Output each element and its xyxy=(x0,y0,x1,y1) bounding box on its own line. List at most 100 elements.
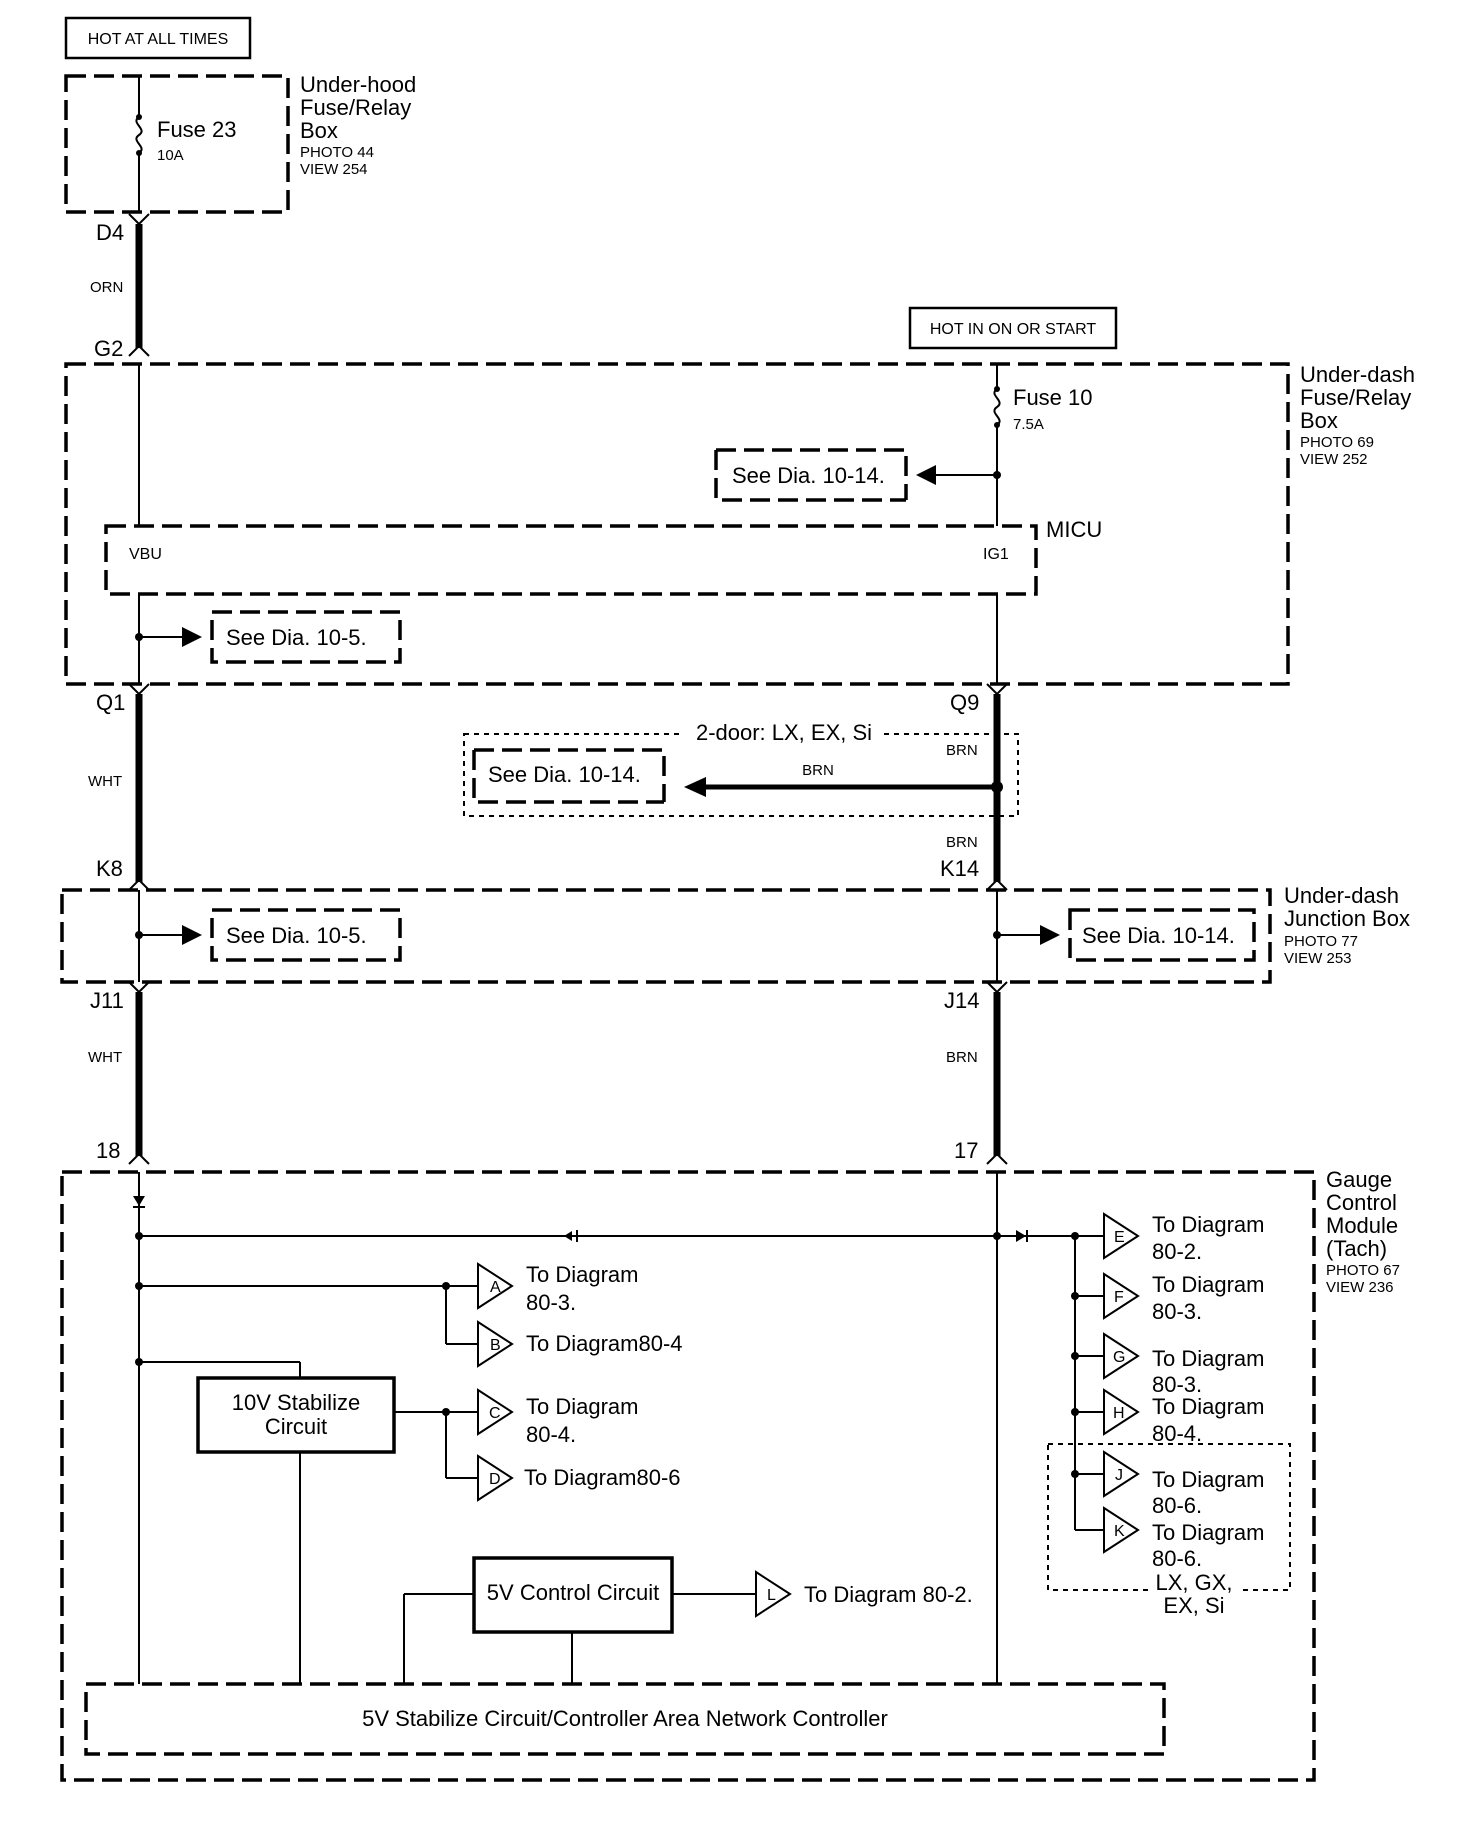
see-dia-10-14-ref-c[interactable]: See Dia. 10-14. xyxy=(993,908,1256,962)
svg-text:Fuse/Relay: Fuse/Relay xyxy=(300,95,411,120)
svg-text:Junction Box: Junction Box xyxy=(1284,906,1410,931)
svg-text:G2: G2 xyxy=(94,336,123,361)
svg-text:K8: K8 xyxy=(96,856,123,881)
output-g[interactable]: G To Diagram 80-3. xyxy=(1103,1332,1264,1397)
see-dia-10-5-ref-a[interactable]: See Dia. 10-5. xyxy=(135,610,402,664)
see-dia-10-14-ref-b[interactable]: BRN See Dia. 10-14. xyxy=(472,748,1003,804)
svg-text:B: B xyxy=(490,1337,501,1354)
see-dia-10-5-ref-b[interactable]: See Dia. 10-5. xyxy=(135,908,402,962)
svg-text:To Diagram: To Diagram xyxy=(526,1262,638,1287)
svg-text:L: L xyxy=(767,1587,776,1604)
svg-text:PHOTO 77: PHOTO 77 xyxy=(1284,933,1358,950)
output-e[interactable]: E To Diagram 80-2. xyxy=(1103,1212,1264,1264)
svg-text:J14: J14 xyxy=(944,988,979,1013)
svg-text:Fuse/Relay: Fuse/Relay xyxy=(1300,385,1411,410)
svg-text:D4: D4 xyxy=(96,220,124,245)
svg-text:LX, GX,: LX, GX, xyxy=(1155,1570,1232,1595)
fuse-10: Fuse 10 7.5A xyxy=(993,364,1093,526)
wire-wht-2: J11 WHT 18 xyxy=(88,981,150,1165)
svg-text:WHT: WHT xyxy=(88,773,122,790)
output-d[interactable]: D To Diagram80-6 xyxy=(477,1454,681,1502)
underdash-fuse-box: Under-dash Fuse/Relay Box PHOTO 69 VIEW … xyxy=(64,362,1415,686)
svg-text:Q9: Q9 xyxy=(950,690,979,715)
svg-text:BRN: BRN xyxy=(802,762,834,779)
svg-text:PHOTO 44: PHOTO 44 xyxy=(300,144,374,161)
svg-text:Box: Box xyxy=(1300,408,1338,433)
output-b[interactable]: B To Diagram80-4 xyxy=(477,1320,683,1368)
svg-text:To Diagram: To Diagram xyxy=(526,1394,638,1419)
svg-text:To Diagram: To Diagram xyxy=(1152,1212,1264,1237)
svg-text:PHOTO 69: PHOTO 69 xyxy=(1300,434,1374,451)
svg-text:80-4.: 80-4. xyxy=(1152,1421,1202,1446)
svg-text:J: J xyxy=(1115,1467,1123,1484)
gauge-control-module: Gauge Control Module (Tach) PHOTO 67 VIE… xyxy=(60,1167,1400,1782)
svg-text:80-3.: 80-3. xyxy=(526,1290,576,1315)
svg-text:C: C xyxy=(489,1405,501,1422)
svg-text:K14: K14 xyxy=(940,856,979,881)
svg-text:80-2.: 80-2. xyxy=(1152,1239,1202,1264)
svg-text:5V Control Circuit: 5V Control Circuit xyxy=(487,1580,659,1605)
svg-text:Module: Module xyxy=(1326,1213,1398,1238)
output-l[interactable]: L To Diagram 80-2. xyxy=(755,1570,973,1618)
svg-text:To Diagram: To Diagram xyxy=(1152,1272,1264,1297)
svg-text:Fuse 23: Fuse 23 xyxy=(157,117,237,142)
svg-text:Fuse 10: Fuse 10 xyxy=(1013,385,1093,410)
svg-text:VIEW 254: VIEW 254 xyxy=(300,161,368,178)
svg-text:To Diagram: To Diagram xyxy=(1152,1520,1264,1545)
svg-text:VIEW 252: VIEW 252 xyxy=(1300,451,1368,468)
svg-text:80-3.: 80-3. xyxy=(1152,1299,1202,1324)
svg-text:MICU: MICU xyxy=(1046,517,1102,542)
wire-brn-2: J14 BRN 17 xyxy=(944,981,1008,1165)
svg-text:H: H xyxy=(1113,1405,1125,1422)
svg-text:A: A xyxy=(490,1279,501,1296)
svg-text:EX, Si: EX, Si xyxy=(1163,1593,1224,1618)
svg-text:2-door: LX, EX, Si: 2-door: LX, EX, Si xyxy=(696,720,872,745)
svg-text:See Dia. 10-14.: See Dia. 10-14. xyxy=(488,762,641,787)
svg-text:VIEW 236: VIEW 236 xyxy=(1326,1279,1394,1296)
svg-text:D: D xyxy=(489,1471,501,1488)
stabilize-10v-circuit: 10V Stabilize Circuit xyxy=(196,1376,396,1454)
svg-text:Control: Control xyxy=(1326,1190,1397,1215)
svg-text:Box: Box xyxy=(300,118,338,143)
svg-text:G: G xyxy=(1113,1349,1125,1366)
svg-text:10A: 10A xyxy=(157,147,184,164)
svg-text:VIEW 253: VIEW 253 xyxy=(1284,950,1352,967)
output-c[interactable]: C To Diagram 80-4. xyxy=(477,1388,638,1447)
output-a[interactable]: A To Diagram 80-3. xyxy=(477,1262,638,1315)
svg-text:(Tach): (Tach) xyxy=(1326,1236,1387,1261)
svg-text:IG1: IG1 xyxy=(983,546,1009,563)
micu-box: MICU VBU IG1 xyxy=(104,517,1102,596)
svg-text:See Dia. 10-5.: See Dia. 10-5. xyxy=(226,625,367,650)
svg-text:80-4.: 80-4. xyxy=(526,1422,576,1447)
underhood-fuse-box: Under-hood Fuse/Relay Box PHOTO 44 VIEW … xyxy=(64,72,416,214)
svg-text:Under-hood: Under-hood xyxy=(300,72,416,97)
svg-text:10V Stabilize: 10V Stabilize xyxy=(232,1390,360,1415)
hot-at-all-times-label: HOT AT ALL TIMES xyxy=(64,16,252,60)
output-h[interactable]: H To Diagram 80-4. xyxy=(1103,1388,1264,1446)
svg-text:See Dia. 10-5.: See Dia. 10-5. xyxy=(226,923,367,948)
svg-text:To Diagram80-6: To Diagram80-6 xyxy=(524,1465,681,1490)
svg-text:HOT IN ON OR START: HOT IN ON OR START xyxy=(930,321,1096,338)
svg-text:Under-dash: Under-dash xyxy=(1300,362,1415,387)
svg-text:7.5A: 7.5A xyxy=(1013,416,1044,433)
output-k[interactable]: K To Diagram 80-6. xyxy=(1103,1506,1264,1571)
svg-text:To Diagram: To Diagram xyxy=(1152,1346,1264,1371)
variant-lx-box: LX, GX, EX, Si xyxy=(1047,1443,1291,1618)
svg-text:Under-dash: Under-dash xyxy=(1284,883,1399,908)
svg-text:17: 17 xyxy=(954,1138,978,1163)
see-dia-10-14-ref-a[interactable]: See Dia. 10-14. xyxy=(714,448,1001,502)
svg-text:5V Stabilize Circuit/Controlle: 5V Stabilize Circuit/Controller Area Net… xyxy=(362,1706,888,1731)
svg-text:To Diagram80-4: To Diagram80-4 xyxy=(526,1331,683,1356)
svg-text:BRN: BRN xyxy=(946,1049,978,1066)
svg-text:BRN: BRN xyxy=(946,742,978,759)
svg-text:18: 18 xyxy=(96,1138,120,1163)
svg-text:80-6.: 80-6. xyxy=(1152,1546,1202,1571)
output-j[interactable]: J To Diagram 80-6. xyxy=(1103,1450,1264,1518)
svg-text:ORN: ORN xyxy=(90,279,123,296)
svg-text:K: K xyxy=(1114,1523,1125,1540)
output-f[interactable]: F To Diagram 80-3. xyxy=(1103,1272,1264,1324)
svg-text:HOT AT ALL TIMES: HOT AT ALL TIMES xyxy=(88,31,229,48)
svg-text:J11: J11 xyxy=(90,988,124,1013)
svg-text:VBU: VBU xyxy=(129,546,162,563)
